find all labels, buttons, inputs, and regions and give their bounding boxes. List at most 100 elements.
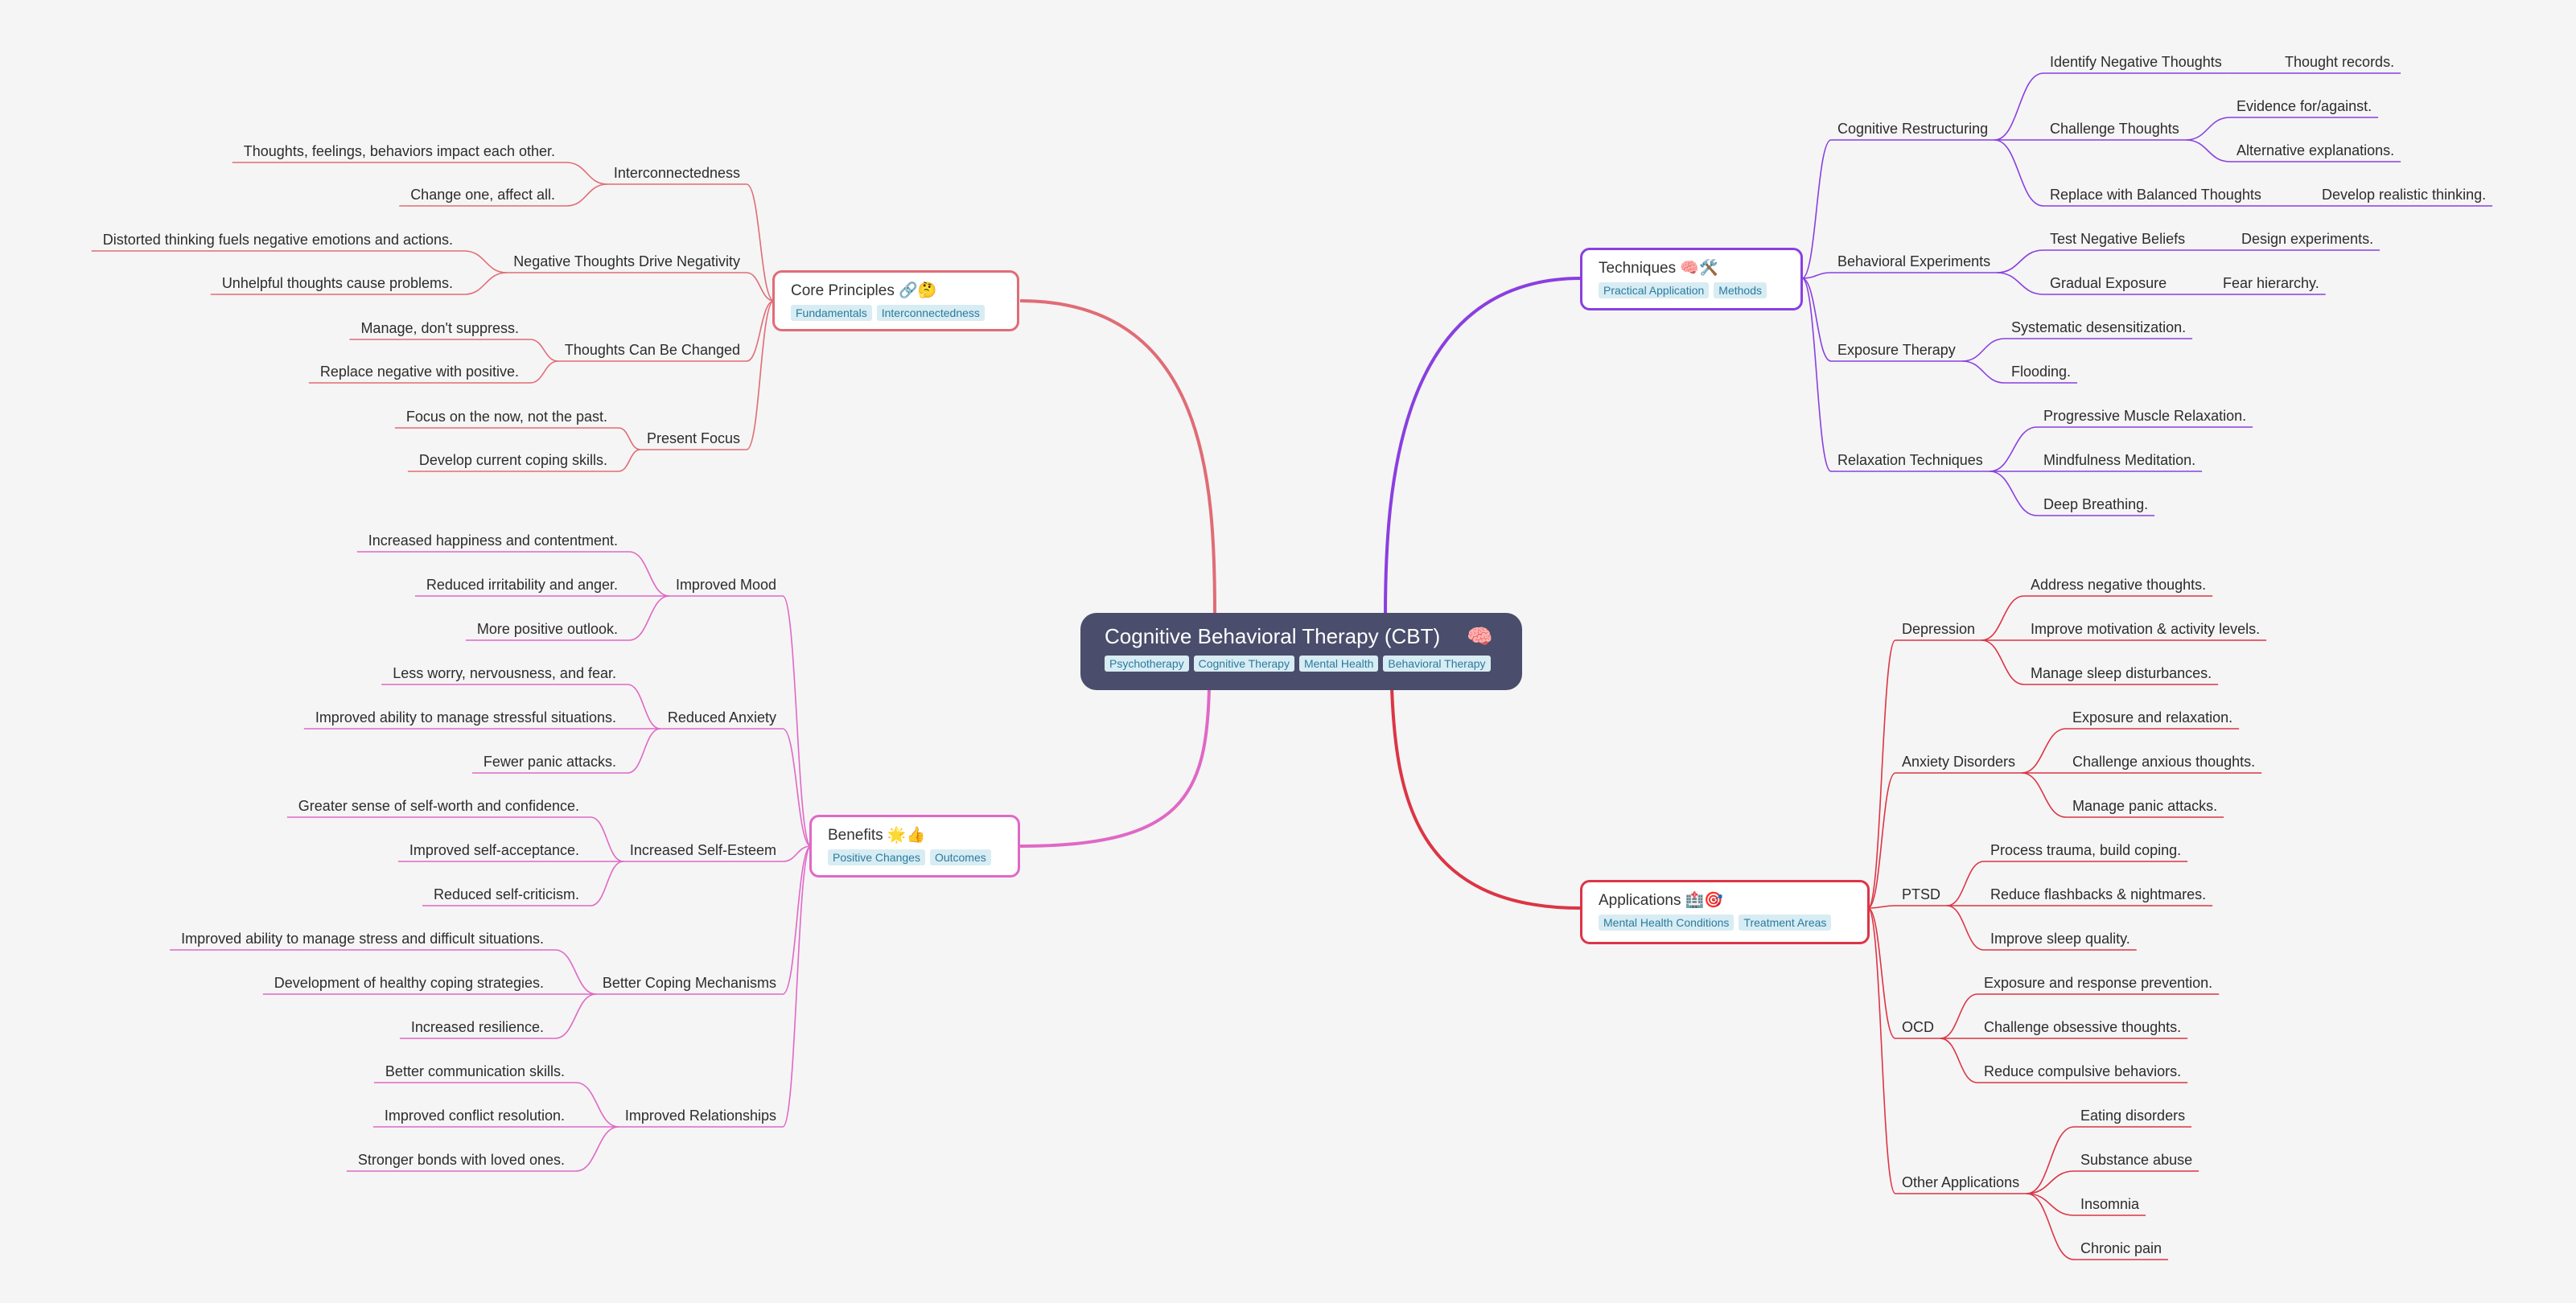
leaf-link (575, 1126, 619, 1172)
child-node[interactable]: Reduce flashbacks & nightmares. (1990, 886, 2207, 902)
child-link (782, 845, 812, 1128)
child-node[interactable]: Systematic desensitization. (2011, 319, 2187, 335)
child-node[interactable]: OCD (1902, 1019, 1934, 1035)
child-node[interactable]: Relaxation Techniques (1837, 452, 1983, 468)
child-link (1867, 772, 1896, 909)
leaf-link (463, 272, 507, 295)
child-node[interactable]: Negative Thoughts Drive Negativity (513, 253, 740, 269)
leaf-link (2027, 1170, 2075, 1194)
leaf-node[interactable]: Improved ability to manage stress and di… (181, 931, 544, 947)
child-node[interactable]: Manage sleep disturbances. (2031, 665, 2212, 681)
child-node[interactable]: Insomnia (2080, 1196, 2140, 1212)
child-node[interactable]: Increased Self-Esteem (629, 842, 776, 858)
leaf-link (2026, 1193, 2075, 1260)
child-node[interactable]: Manage panic attacks. (2072, 798, 2218, 814)
child-node[interactable]: Challenge Thoughts (2050, 121, 2179, 137)
root-tag: Psychotherapy (1105, 656, 1189, 672)
child-node[interactable]: Fear hierarchy. (2223, 275, 2319, 291)
child-node[interactable]: Better Coping Mechanisms (602, 975, 776, 991)
leaf-link (463, 250, 507, 273)
child-node[interactable]: Depression (1902, 621, 1976, 637)
leaf-node[interactable]: Distorted thinking fuels negative emotio… (102, 232, 453, 248)
child-node[interactable]: Deep Breathing. (2043, 496, 2149, 512)
child-node[interactable]: Cognitive Restructuring (1837, 121, 1989, 137)
child-link (782, 728, 812, 847)
leaf-node[interactable]: Reduced irritability and anger. (426, 577, 618, 593)
child-node[interactable]: Design experiments. (2241, 231, 2374, 247)
leaf-node[interactable]: Thoughts, feelings, behaviors impact eac… (243, 143, 555, 159)
leaf-node[interactable]: Better communication skills. (385, 1063, 565, 1079)
child-node[interactable]: Chronic pain (2080, 1240, 2162, 1256)
child-node[interactable]: Interconnectedness (613, 165, 740, 181)
child-node[interactable]: Other Applications (1902, 1174, 2020, 1190)
child-node[interactable]: Improve motivation & activity levels. (2031, 621, 2261, 637)
leaf-node[interactable]: Less worry, nervousness, and fear. (393, 665, 616, 681)
child-node[interactable]: Replace with Balanced Thoughts (2050, 187, 2261, 203)
child-link (1867, 907, 1896, 1039)
leaf-link (529, 339, 558, 362)
child-node[interactable]: Behavioral Experiments (1837, 253, 1991, 269)
child-node[interactable]: Gradual Exposure (2050, 275, 2167, 291)
leaf-node[interactable]: Reduced self-criticism. (433, 886, 579, 902)
child-node[interactable]: Challenge obsessive thoughts. (1984, 1019, 2182, 1035)
child-node[interactable]: Reduced Anxiety (667, 709, 776, 725)
leaf-node[interactable]: Development of healthy coping strategies… (274, 975, 544, 991)
child-node[interactable]: Exposure and relaxation. (2072, 709, 2233, 725)
leaf-node[interactable]: Improved self-acceptance. (409, 842, 579, 858)
child-node[interactable]: Exposure Therapy (1837, 342, 1956, 358)
child-node[interactable]: Exposure and response prevention. (1984, 975, 2213, 991)
leaf-node[interactable]: Fewer panic attacks. (483, 754, 616, 770)
child-link (746, 183, 775, 302)
leaf-node[interactable]: Change one, affect all. (410, 187, 555, 203)
sub-link (1997, 249, 2044, 273)
root-node[interactable]: Cognitive Behavioral Therapy (CBT) 🧠 Psy… (1080, 613, 1522, 690)
leaf-node[interactable]: Replace negative with positive. (319, 364, 519, 380)
leaf-node[interactable]: Increased happiness and contentment. (368, 532, 618, 549)
leaf-node[interactable]: Increased resilience. (410, 1019, 544, 1035)
leaf-node[interactable]: Manage, don't suppress. (360, 320, 519, 336)
child-node[interactable]: Mindfulness Meditation. (2043, 452, 2196, 468)
child-link (1801, 277, 1832, 362)
child-node[interactable]: Present Focus (646, 430, 740, 446)
child-node[interactable]: Eating disorders (2080, 1108, 2186, 1124)
leaf-node[interactable]: More positive outlook. (476, 621, 618, 637)
child-link (782, 845, 812, 862)
child-node[interactable]: Address negative thoughts. (2031, 577, 2207, 593)
leaf-node[interactable]: Greater sense of self-worth and confiden… (298, 798, 579, 814)
child-node[interactable]: Test Negative Beliefs (2050, 231, 2186, 247)
child-node[interactable]: Evidence for/against. (2237, 98, 2372, 114)
child-node[interactable]: Thought records. (2285, 54, 2395, 70)
leaf-node[interactable]: Unhelpful thoughts cause problems. (221, 275, 453, 291)
child-node[interactable]: Improved Mood (675, 577, 776, 593)
child-node[interactable]: Challenge anxious thoughts. (2072, 754, 2256, 770)
child-node[interactable]: Improve sleep quality. (1990, 931, 2130, 947)
child-node[interactable]: Reduce compulsive behaviors. (1984, 1063, 2182, 1079)
child-node[interactable]: Process trauma, build coping. (1990, 842, 2182, 858)
leaf-node[interactable]: Develop current coping skills. (418, 452, 607, 468)
leaf-link (628, 551, 670, 597)
child-node[interactable]: Improved Relationships (624, 1108, 776, 1124)
child-node[interactable]: Thoughts Can Be Changed (564, 342, 740, 358)
child-node[interactable]: Progressive Muscle Relaxation. (2043, 408, 2247, 424)
leaf-node[interactable]: Improved ability to manage stressful sit… (315, 709, 616, 725)
child-node[interactable]: Flooding. (2011, 364, 2072, 380)
leaf-node[interactable]: Focus on the now, not the past. (405, 409, 607, 425)
leaf-link (2186, 117, 2231, 141)
child-node[interactable]: Substance abuse (2080, 1152, 2193, 1168)
child-node[interactable]: Develop realistic thinking. (2322, 187, 2487, 203)
leaf-node[interactable]: Improved conflict resolution. (384, 1108, 565, 1124)
child-node[interactable]: PTSD (1902, 886, 1941, 902)
leaf-node[interactable]: Stronger bonds with loved ones. (357, 1152, 565, 1168)
child-node[interactable]: Alternative explanations. (2237, 142, 2395, 158)
child-node[interactable]: Identify Negative Thoughts (2050, 54, 2222, 70)
leaf-link (1940, 993, 1978, 1039)
child-link (1867, 905, 1896, 909)
root-title-text: Cognitive Behavioral Therapy (CBT) (1105, 624, 1441, 648)
child-node[interactable]: Anxiety Disorders (1902, 754, 2016, 770)
